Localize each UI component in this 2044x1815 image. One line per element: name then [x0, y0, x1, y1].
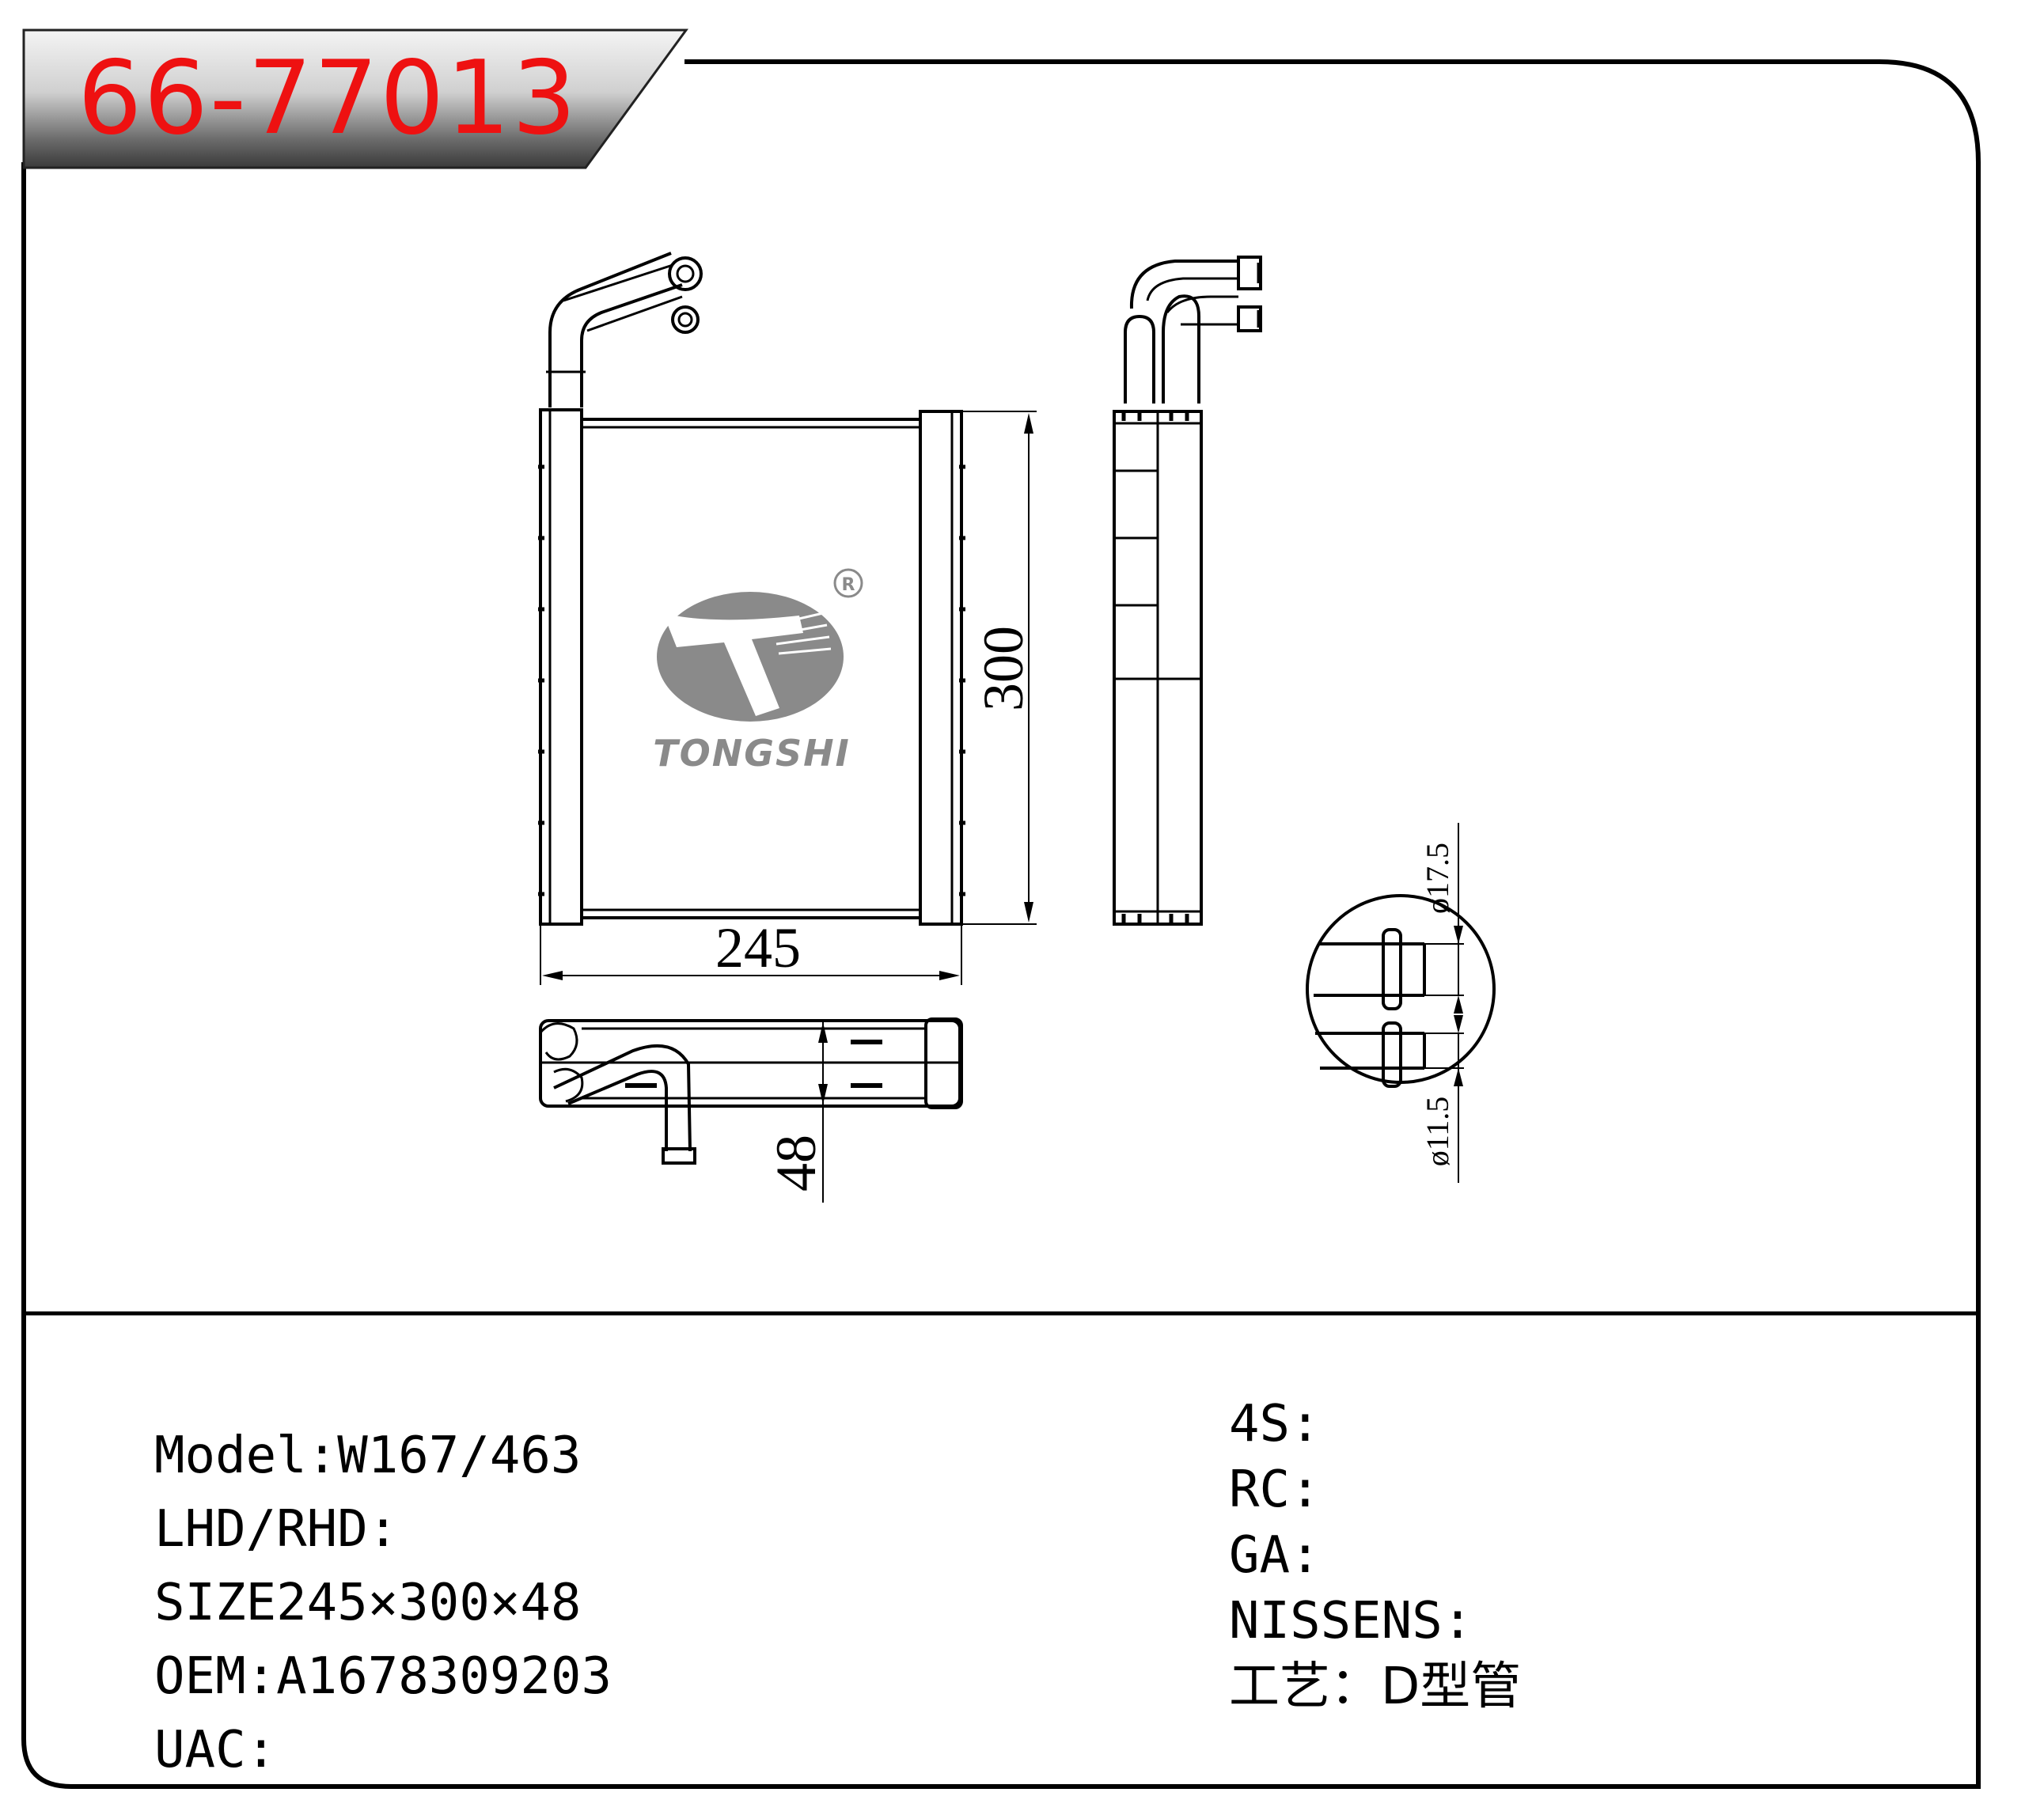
spec-model-value: W167/463 [337, 1427, 582, 1485]
sheet-border [21, 59, 1981, 1789]
spec-rc-separator: : [1290, 1461, 1321, 1519]
dimension-height-label: 300 [972, 626, 1035, 711]
spec-drive-side: LHD/RHD: [154, 1498, 398, 1561]
tongshi-logo: R TONGSHI [653, 568, 863, 775]
spec-process: 工艺：D型管 [1229, 1655, 1521, 1718]
spec-uac-label: UAC [154, 1721, 246, 1779]
spec-process-label: 工艺 [1229, 1658, 1330, 1716]
spec-drive-side-label: LHD/RHD [154, 1500, 368, 1559]
inlet-diameter-label: ø17.5 [1420, 843, 1455, 914]
spec-rc-label: RC [1229, 1461, 1291, 1519]
header-tab [22, 28, 688, 169]
top-view [539, 1017, 963, 1165]
dimension-width-label: 245 [715, 916, 801, 979]
side-view [1113, 256, 1262, 926]
spec-nissens: NISSENS: [1229, 1590, 1473, 1653]
spec-nissens-label: NISSENS [1229, 1592, 1443, 1650]
spec-nissens-separator: : [1442, 1592, 1473, 1650]
spec-oem-value: A1678309203 [276, 1647, 612, 1706]
spec-drive-side-separator: : [367, 1500, 399, 1559]
outlet-diameter-label: ø11.5 [1420, 1097, 1455, 1167]
spec-ga: GA: [1229, 1524, 1321, 1587]
logo-brand-text: TONGSHI [653, 732, 850, 775]
spec-4s: 4S: [1229, 1393, 1321, 1456]
spec-4s-label: 4S [1229, 1395, 1291, 1453]
spec-process-value: D型管 [1381, 1658, 1522, 1716]
spec-model-label: Model [154, 1427, 307, 1485]
detail-view [1306, 823, 1496, 1183]
spec-size-label: SIZE [154, 1574, 277, 1632]
spec-ga-separator: : [1290, 1526, 1321, 1585]
dimension-height [961, 411, 1037, 925]
spec-model-separator: : [306, 1427, 338, 1485]
spec-oem-separator: : [245, 1647, 277, 1706]
spec-oem-label: OEM [154, 1647, 246, 1706]
spec-uac-separator: : [245, 1721, 277, 1779]
spec-model: Model:W167/463 [154, 1424, 581, 1487]
spec-ga-label: GA [1229, 1526, 1291, 1585]
spec-rc: RC: [1229, 1458, 1321, 1521]
part-number: 66-77013 [78, 40, 578, 157]
registered-mark-letter: R [842, 575, 855, 595]
dimension-depth-label: 48 [764, 1135, 828, 1192]
dimension-depth [817, 1021, 829, 1203]
detail-arrows [1454, 926, 1463, 1086]
front-view [538, 252, 965, 926]
spec-process-separator: ： [1330, 1658, 1381, 1716]
registered-mark [833, 568, 863, 598]
spec-4s-separator: : [1290, 1395, 1321, 1453]
spec-size: SIZE245×300×48 [154, 1571, 581, 1635]
dimension-width [540, 926, 962, 985]
spec-uac: UAC: [154, 1718, 276, 1782]
spec-oem: OEM:A1678309203 [154, 1645, 612, 1708]
spec-size-value: 245×300×48 [276, 1574, 582, 1632]
